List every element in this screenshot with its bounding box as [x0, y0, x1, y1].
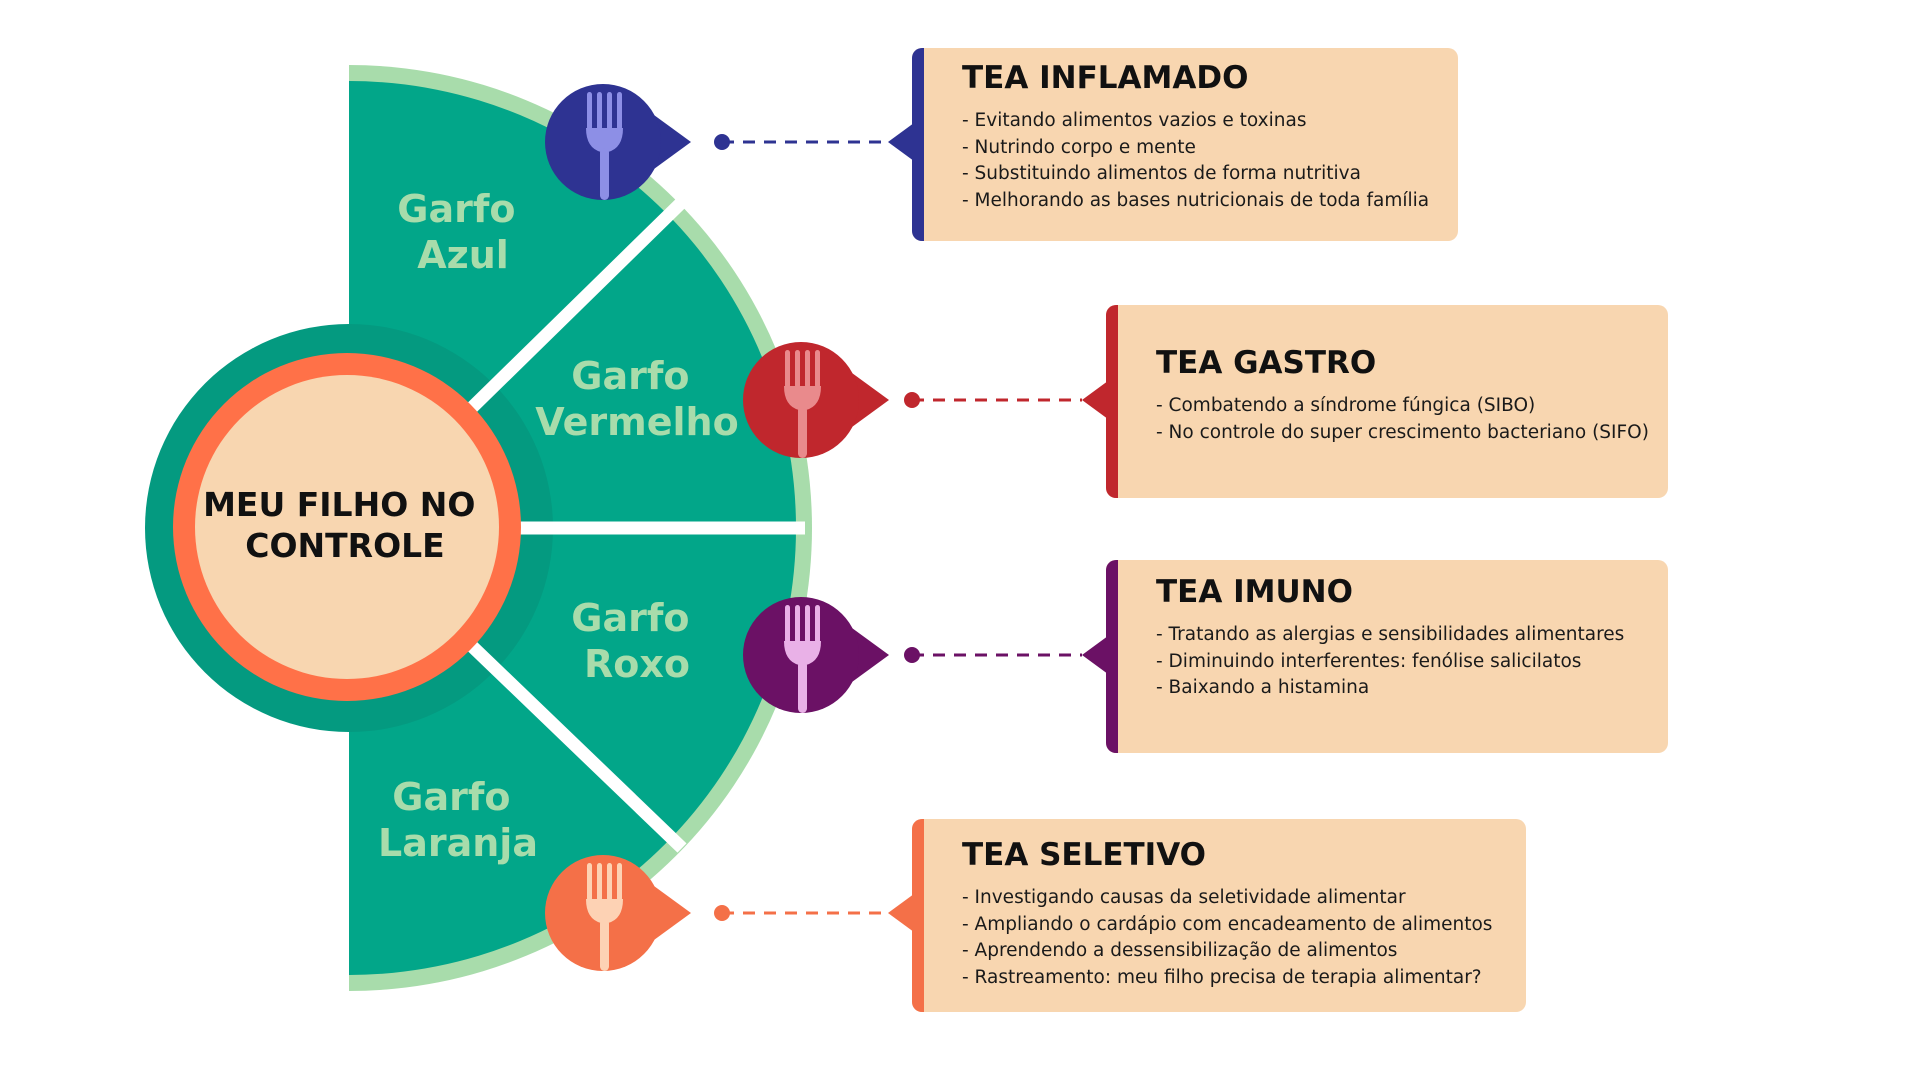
card-item: - Baixando a histamina: [1156, 677, 1370, 698]
segment-label-azul-line2: Azul: [417, 233, 509, 277]
connector-dot-laranja: [714, 905, 730, 921]
fork-icon: [784, 350, 821, 458]
card-title: TEA SELETIVO: [962, 837, 1207, 873]
segment-label-laranja-line1: Garfo: [392, 775, 510, 819]
center-disc: [195, 375, 499, 679]
connector-dot-roxo: [904, 647, 920, 663]
card-list: - Investigando causas da seletividade al…: [962, 885, 1492, 991]
card-accent-bar: [912, 48, 924, 241]
card-notch-vermelho: [1082, 378, 1112, 422]
card-item: - Diminuindo interferentes: fenólise sal…: [1156, 650, 1582, 672]
card-title: TEA IMUNO: [1156, 574, 1353, 610]
card-notch-roxo: [1082, 633, 1112, 677]
center-title-line2: CONTROLE: [245, 526, 444, 565]
card-item: - No controle do super crescimento bacte…: [1156, 421, 1649, 443]
card-notch-azul: [888, 120, 918, 164]
card-accent-bar: [912, 819, 924, 1012]
connector-dot-azul: [714, 134, 730, 150]
segment-label-vermelho-line2: Vermelho: [535, 400, 738, 444]
card-item: - Melhorando as bases nutricionais de to…: [962, 189, 1430, 211]
card-item: - Rastreamento: meu filho precisa de ter…: [962, 966, 1482, 988]
card-tea-seletivo: TEA SELETIVO - Investigando causas da se…: [912, 819, 1526, 1012]
segment-label-azul-line1: Garfo: [397, 187, 515, 231]
card-tea-imuno: TEA IMUNO - Tratando as alergias e sensi…: [1106, 560, 1668, 753]
card-list: - Combatendo a síndrome fúngica (SIBO) -…: [1156, 393, 1649, 446]
card-notch-laranja: [888, 891, 918, 935]
center-title: MEU FILHO NO CONTROLE: [203, 485, 487, 565]
fork-icon: [784, 605, 821, 713]
card-title: TEA GASTRO: [1156, 345, 1377, 381]
segment-label-vermelho: Garfo Vermelho: [535, 354, 738, 444]
markers-layer: [545, 84, 1112, 971]
segment-label-laranja-line2: Laranja: [378, 821, 538, 865]
card-item: - Ampliando o cardápio com encadeamento …: [962, 913, 1493, 935]
card-item: - Aprendendo a dessensibilização de alim…: [962, 940, 1398, 961]
card-item: - Combatendo a síndrome fúngica (SIBO): [1156, 395, 1536, 416]
connector-dot-vermelho: [904, 392, 920, 408]
card-list: - Evitando alimentos vazios e toxinas - …: [962, 108, 1429, 214]
segment-label-vermelho-line1: Garfo: [571, 354, 689, 398]
segment-label-laranja: Garfo Laranja: [378, 775, 538, 865]
segment-label-roxo-line2: Roxo: [584, 642, 690, 686]
card-accent-bar: [1106, 305, 1118, 498]
card-item: - Investigando causas da seletividade al…: [962, 887, 1406, 908]
segment-label-azul: Garfo Azul: [397, 187, 528, 277]
card-list: - Tratando as alergias e sensibilidades …: [1156, 622, 1624, 702]
card-item: - Nutrindo corpo e mente: [962, 136, 1196, 158]
fork-icon: [586, 863, 623, 971]
card-item: - Tratando as alergias e sensibilidades …: [1156, 624, 1625, 645]
card-item: - Evitando alimentos vazios e toxinas: [962, 110, 1307, 131]
card-title: TEA INFLAMADO: [962, 60, 1249, 96]
card-tea-inflamado: TEA INFLAMADO - Evitando alimentos vazio…: [912, 48, 1458, 241]
card-tea-gastro: TEA GASTRO - Combatendo a síndrome fúngi…: [1106, 305, 1668, 498]
segment-label-roxo: Garfo Roxo: [571, 596, 702, 686]
card-accent-bar: [1106, 560, 1118, 753]
card-item: - Substituindo alimentos de forma nutrit…: [962, 163, 1361, 184]
fork-icon: [586, 92, 623, 200]
center-title-line1: MEU FILHO NO: [203, 485, 475, 524]
segment-label-roxo-line1: Garfo: [571, 596, 689, 640]
